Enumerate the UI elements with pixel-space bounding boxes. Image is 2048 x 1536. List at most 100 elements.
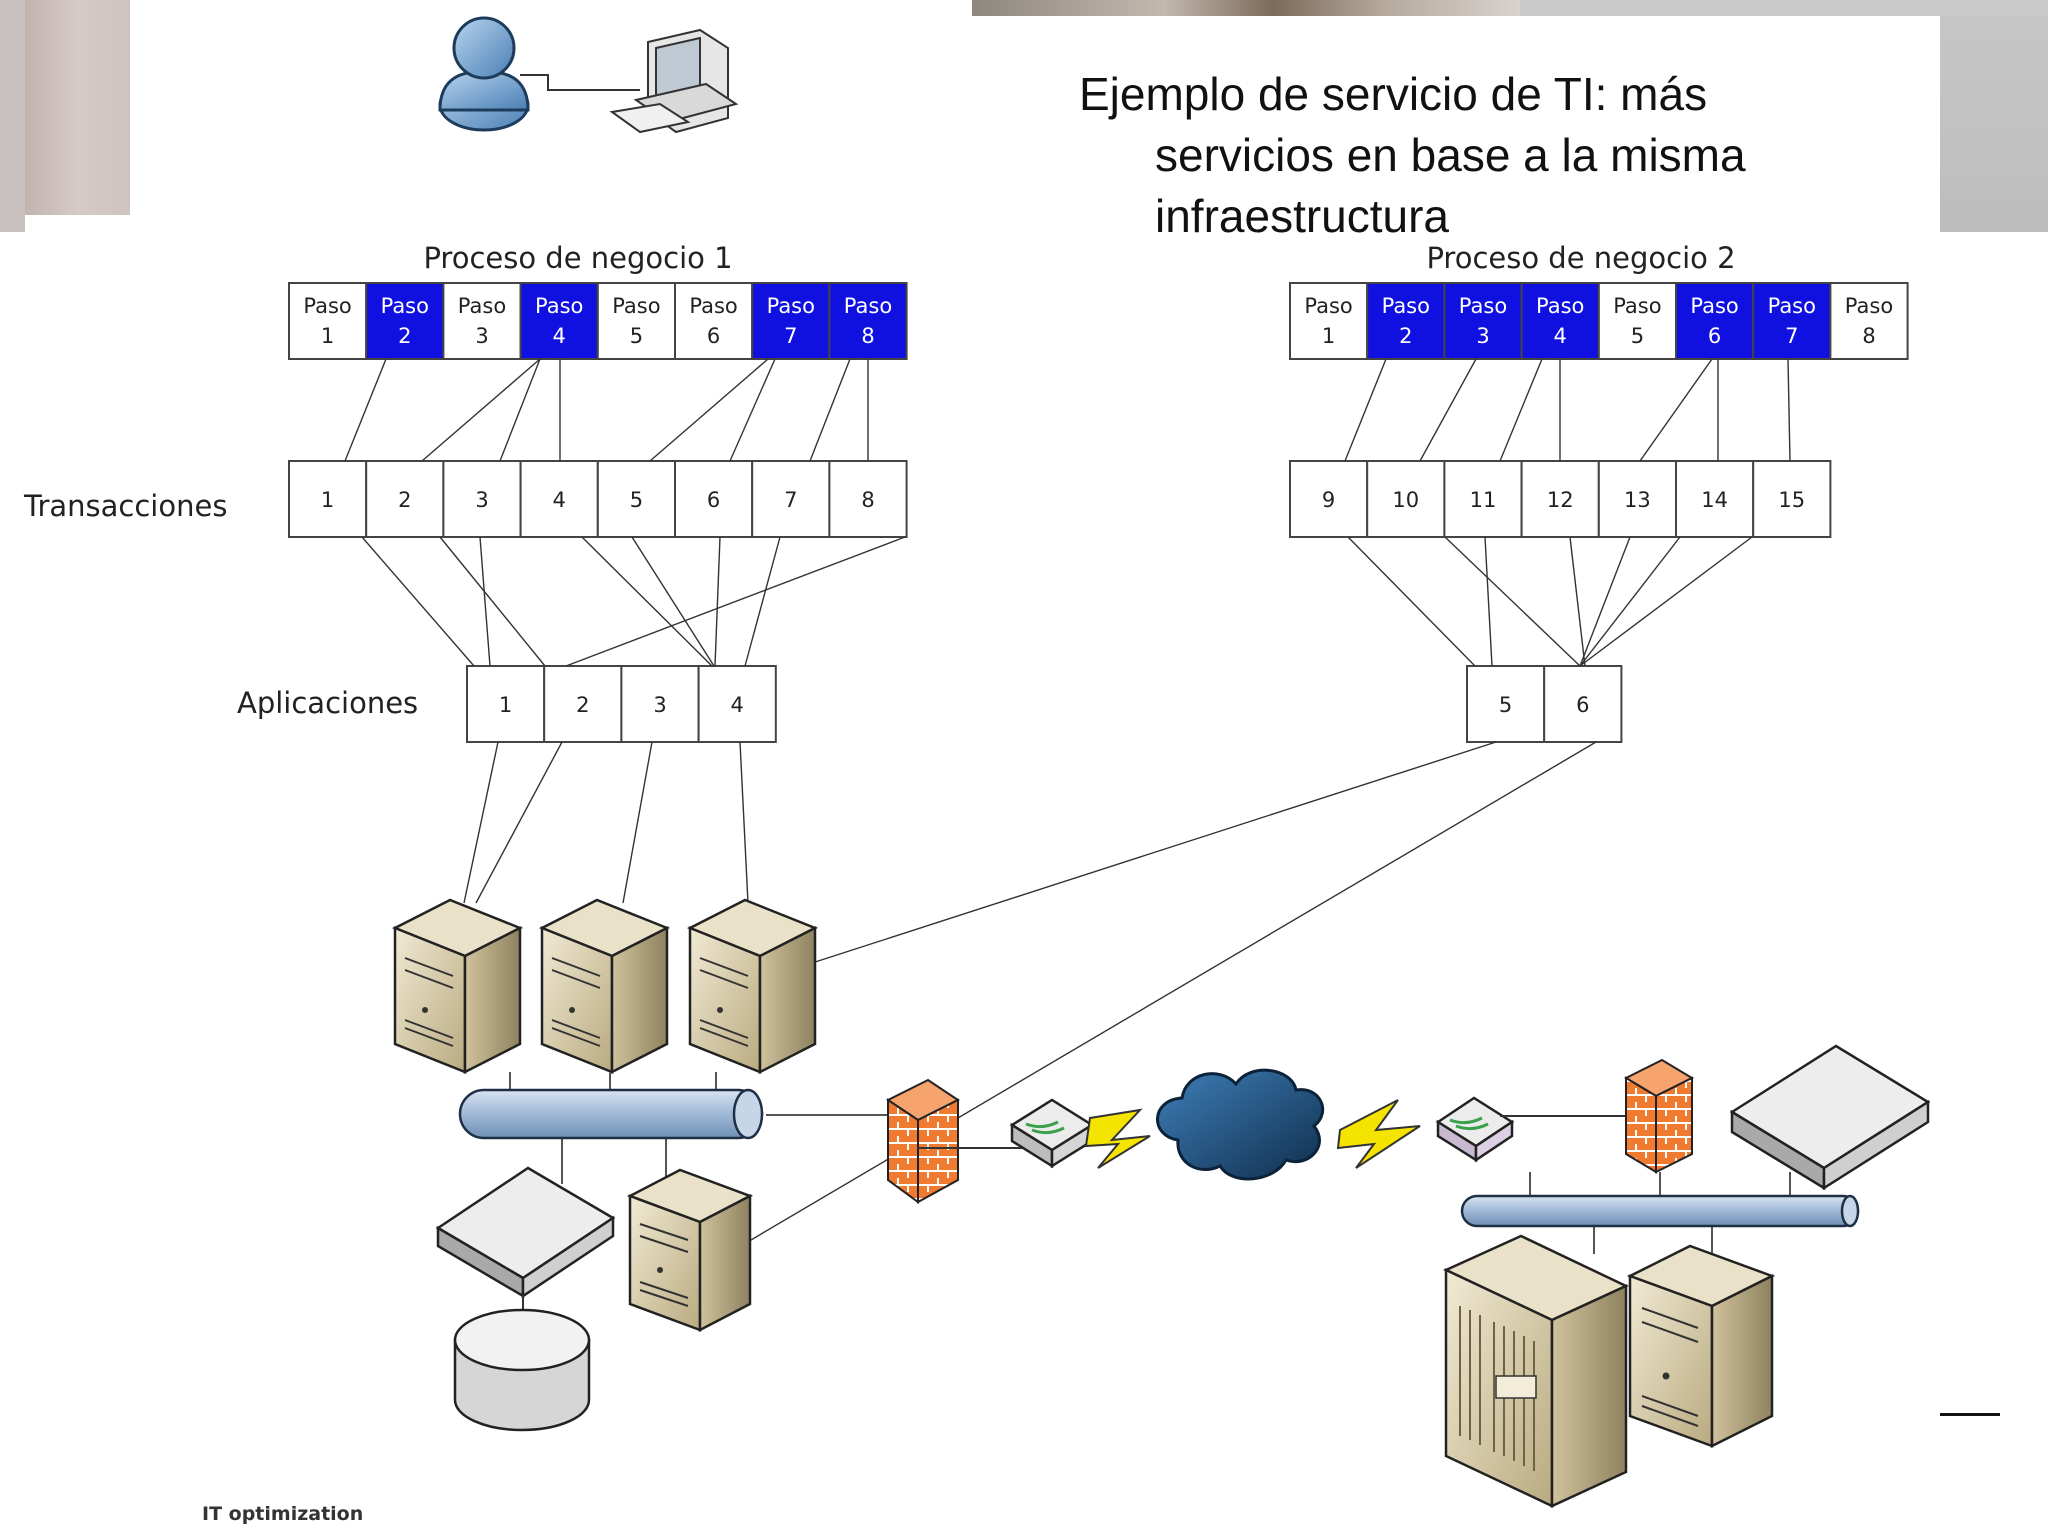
process2-step-box	[1597, 282, 1678, 360]
user-to-workstation-line	[520, 74, 640, 91]
process2-step-box	[1829, 282, 1909, 360]
process2-step-number: 3	[1476, 324, 1489, 348]
transaction-13: 13	[1597, 460, 1678, 538]
process1-step-box	[751, 282, 831, 360]
connection-line	[421, 358, 541, 462]
process1-step-word: Paso	[303, 294, 351, 318]
process1-step-word: Paso	[844, 294, 892, 318]
process2-step-number: 1	[1322, 324, 1335, 348]
process1-step-word: Paso	[689, 294, 737, 318]
connection-line	[744, 536, 781, 667]
application-2: 2	[543, 665, 623, 743]
process1-step-number: 6	[707, 324, 720, 348]
process1-label: Proceso de negocio 1	[423, 241, 732, 275]
connection-line	[1484, 536, 1493, 667]
transaction-number: 1	[321, 488, 334, 512]
transaction-box	[1597, 460, 1678, 538]
storage-box-icon	[1729, 1044, 1931, 1191]
process2-step-2: Paso 2	[1366, 282, 1446, 360]
process1-step-word: Paso	[381, 294, 429, 318]
transaction-1: 1	[288, 460, 368, 538]
process1-step-word: Paso	[458, 294, 506, 318]
transaction-box	[365, 460, 445, 538]
process1-step-number: 1	[321, 324, 334, 348]
application-number: 3	[653, 693, 666, 717]
connection-line	[1569, 536, 1586, 667]
transaction-box	[828, 460, 908, 538]
process1-step-word: Paso	[535, 294, 583, 318]
storage-box-icon	[435, 1166, 616, 1299]
transaction-15: 15	[1752, 460, 1832, 538]
connection-line	[1444, 536, 1581, 667]
top-right-photo-strip	[1520, 0, 2048, 16]
application-number: 2	[576, 693, 589, 717]
process2-step-number: 5	[1631, 324, 1644, 348]
process2-step-word: Paso	[1382, 294, 1430, 318]
transaction-box	[442, 460, 522, 538]
workstation-icon	[609, 28, 739, 134]
applications-label: Aplicaciones	[237, 686, 418, 720]
transaction-box	[596, 460, 676, 538]
top-center-photo-strip	[972, 0, 1520, 16]
connection-line	[1579, 536, 1681, 667]
process1-step-number: 5	[630, 324, 643, 348]
slide-title: Ejemplo de servicio de TI: más servicios…	[1079, 64, 1979, 247]
router-icon	[1009, 1098, 1095, 1169]
process1-step-box	[828, 282, 908, 360]
process1-step-word: Paso	[767, 294, 815, 318]
transaction-box	[1675, 460, 1755, 538]
connection-line	[1579, 536, 1753, 667]
process2-step-word: Paso	[1459, 294, 1507, 318]
transaction-number: 4	[553, 488, 566, 512]
process1-step-6: Paso 6	[674, 282, 754, 360]
process2-step-word: Paso	[1536, 294, 1584, 318]
transaction-6: 6	[674, 460, 754, 538]
connection-line	[631, 536, 715, 667]
app-server-links	[463, 741, 1597, 1251]
corner-dash	[1940, 1413, 2000, 1416]
connection-line	[1419, 358, 1477, 462]
process2-step-box	[1520, 282, 1600, 360]
transaction-number: 14	[1701, 488, 1728, 512]
process1-step-box	[674, 282, 754, 360]
application-box	[697, 665, 777, 743]
transaction-number: 12	[1547, 488, 1574, 512]
process2-step-word: Paso	[1845, 294, 1893, 318]
top-left-photo-edge	[0, 0, 25, 232]
connection-line	[499, 358, 541, 462]
application-3: 3	[620, 665, 700, 743]
transaction-number: 2	[398, 488, 411, 512]
connection-line	[581, 536, 713, 667]
transactions-label: Transacciones	[23, 489, 227, 523]
process1-step-box	[596, 282, 676, 360]
process1-step-number: 7	[784, 324, 797, 348]
server-icon	[1626, 1244, 1776, 1449]
connection-line	[1347, 536, 1476, 667]
connection-line	[729, 358, 776, 462]
process2-step-word: Paso	[1304, 294, 1352, 318]
connection-line	[809, 358, 851, 462]
application-box	[1543, 665, 1623, 743]
application-6: 6	[1543, 665, 1623, 743]
title-line-3: infraestructura	[1155, 190, 1450, 242]
transaction-12: 12	[1520, 460, 1600, 538]
cloud-icon	[1156, 1068, 1325, 1181]
title-line-2: servicios en base a la misma	[1155, 129, 1746, 181]
server-icon	[538, 898, 671, 1075]
application-number: 4	[731, 693, 744, 717]
transaction-box	[1289, 460, 1369, 538]
process2-step-number: 2	[1399, 324, 1412, 348]
process2-step-3: Paso 3	[1443, 282, 1523, 360]
transaction-7: 7	[751, 460, 831, 538]
mainframe-icon	[1443, 1234, 1629, 1508]
firewall-icon	[1623, 1058, 1695, 1174]
